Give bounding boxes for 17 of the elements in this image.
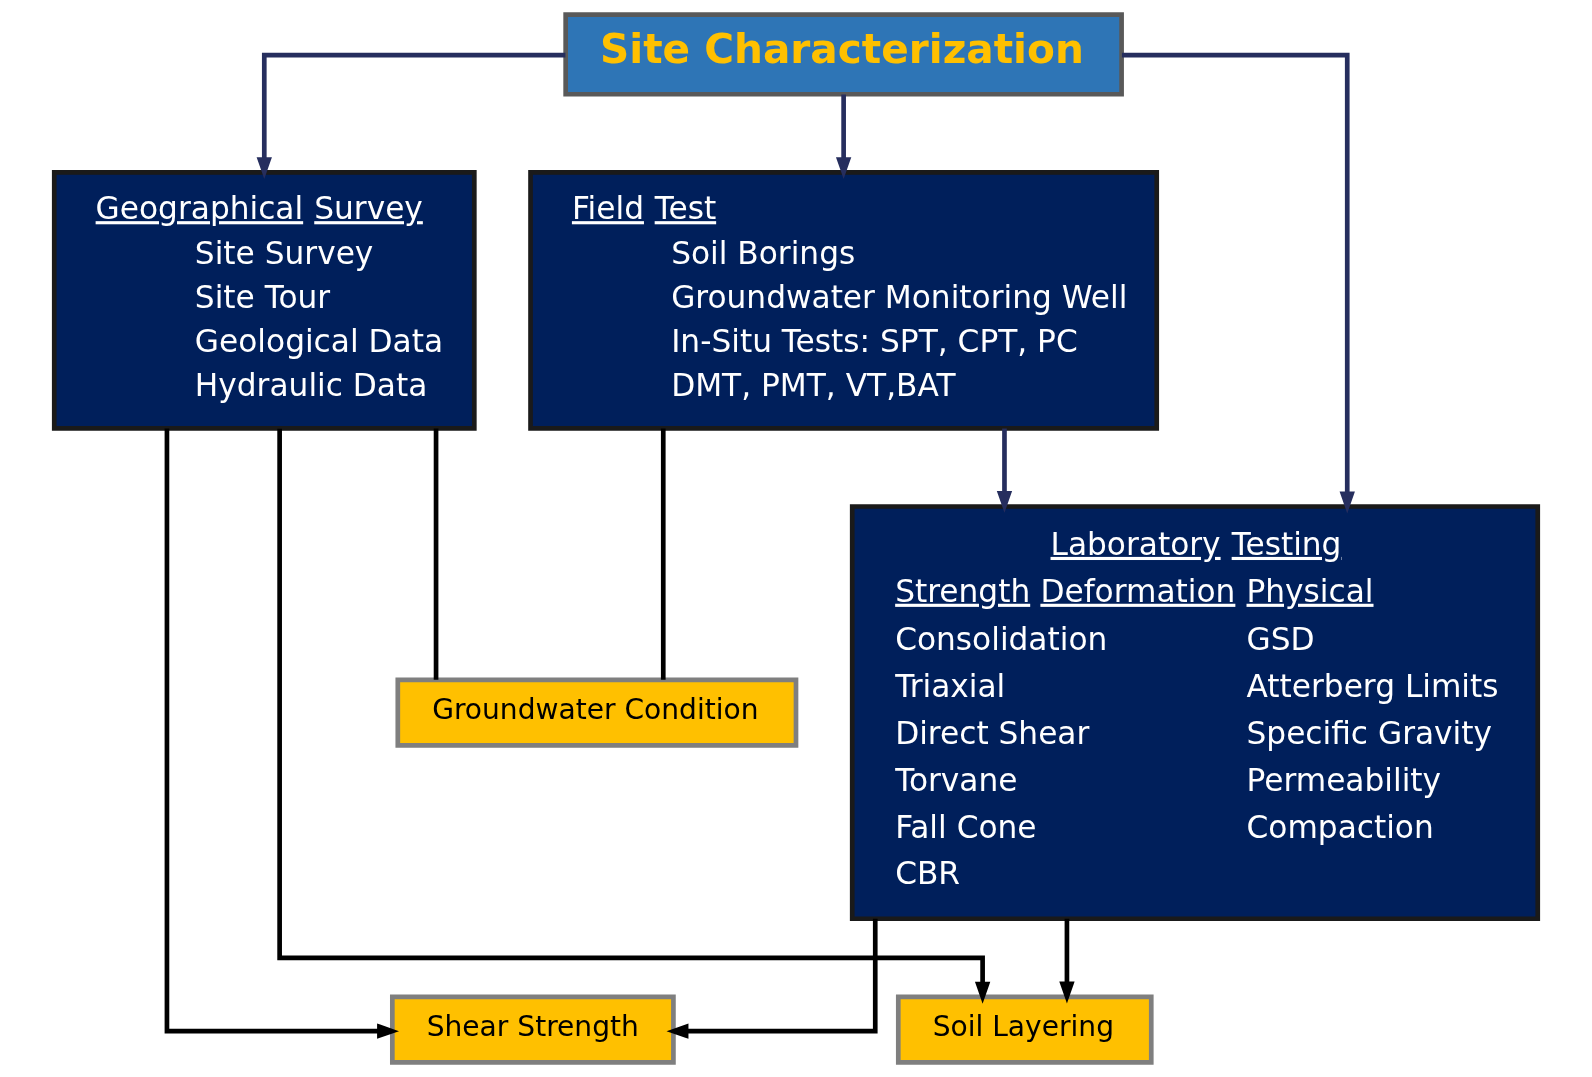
- node-box: Soil Layering: [895, 994, 1154, 1065]
- node-box: Shear Strength: [390, 994, 676, 1065]
- arrow: [1121, 52, 1355, 514]
- node-box: Groundwater Condition: [395, 677, 799, 748]
- connector: [660, 428, 666, 680]
- node-box: Site Characterization: [563, 12, 1124, 97]
- arrow: [1059, 918, 1075, 1004]
- arrow: [835, 94, 852, 180]
- arrow: [164, 428, 399, 1039]
- node-box: Laboratory Testing Strength Deformation Physical Consolidation GSD Triaxial Atterberg Limits Direct Shear Specific Gravity Torvane Permeability Fall Cone Compaction CBR: [849, 504, 1541, 922]
- node-box: Field Test Soil Borings Groundwater Monitoring Well In-Situ Tests: SPT, CPT, PC DMT, PMT, VT,BAT: [528, 169, 1160, 431]
- arrow: [256, 52, 566, 180]
- arrow: [277, 428, 991, 1004]
- arrow: [666, 918, 878, 1039]
- connector: [433, 428, 439, 680]
- arrow: [996, 428, 1013, 513]
- node-box: Geographical Survey Site Survey Site Tour Geological Data Hydraulic Data: [51, 169, 477, 431]
